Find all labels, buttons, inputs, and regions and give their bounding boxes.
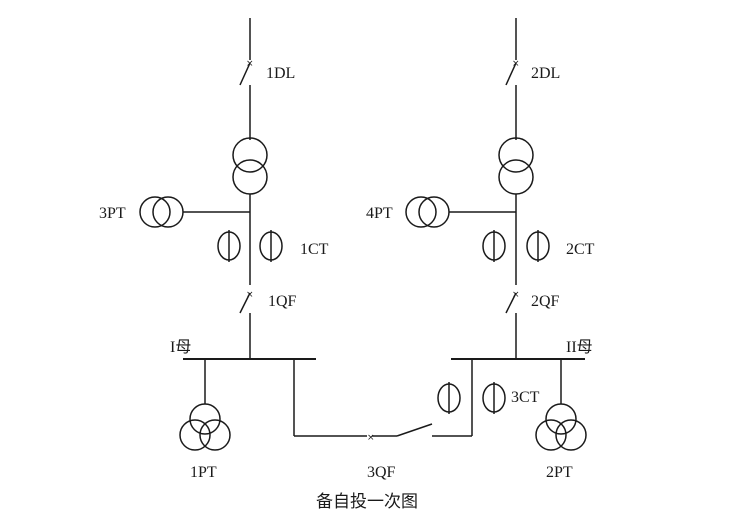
- label-2qf: 2QF: [531, 293, 560, 310]
- switch-2qf-blade: [505, 292, 517, 314]
- left-main-transformer-upper-winding: [232, 137, 268, 173]
- 1pt-group: 1PT: [179, 359, 231, 481]
- 2pt-left-circle: [535, 419, 567, 451]
- label-2dl: 2DL: [531, 65, 560, 82]
- switch-2dl-blade: [505, 62, 517, 86]
- 3pt-right-circle: [152, 196, 184, 228]
- switch-1qf-blade: [239, 292, 251, 314]
- label-bus-i: I母: [170, 339, 191, 356]
- 3pt-left-circle: [139, 196, 171, 228]
- right-main-transformer-lower-winding: [498, 159, 534, 195]
- 4pt-right-circle: [418, 196, 450, 228]
- 2pt-right-circle: [555, 419, 587, 451]
- switch-3qf-blade: [396, 423, 433, 437]
- left-feeder: × 1DL 3PT 1CT × 1QF: [99, 18, 329, 359]
- right-main-transformer-upper-winding: [498, 137, 534, 173]
- 1pt-right-circle: [199, 419, 231, 451]
- switch-1dl-blade: [239, 62, 251, 86]
- right-feeder: × 2DL 4PT 2CT × 2QF: [366, 18, 595, 359]
- 1pt-left-circle: [179, 419, 211, 451]
- label-1dl: 1DL: [266, 65, 295, 82]
- 2pt-group: 2PT: [535, 359, 587, 481]
- left-main-transformer-lower-winding: [232, 159, 268, 195]
- 1pt-top-circle: [189, 403, 221, 435]
- busbars: I母 II母: [170, 339, 593, 360]
- label-1qf: 1QF: [268, 293, 297, 310]
- label-1pt: 1PT: [190, 464, 217, 481]
- 4pt-left-circle: [405, 196, 437, 228]
- label-1ct: 1CT: [300, 241, 329, 258]
- label-2pt: 2PT: [546, 464, 573, 481]
- diagram-caption: 备自投一次图: [316, 492, 418, 512]
- label-3ct: 3CT: [511, 389, 540, 406]
- 2pt-top-circle: [545, 403, 577, 435]
- label-3qf: 3QF: [367, 464, 396, 481]
- bus-tie-group: × 3QF 3CT: [293, 359, 540, 481]
- label-4pt: 4PT: [366, 205, 393, 222]
- label-2ct: 2CT: [566, 241, 595, 258]
- label-3pt: 3PT: [99, 205, 126, 222]
- label-bus-ii: II母: [566, 339, 593, 356]
- switch-3qf-cross-mark: ×: [367, 433, 375, 443]
